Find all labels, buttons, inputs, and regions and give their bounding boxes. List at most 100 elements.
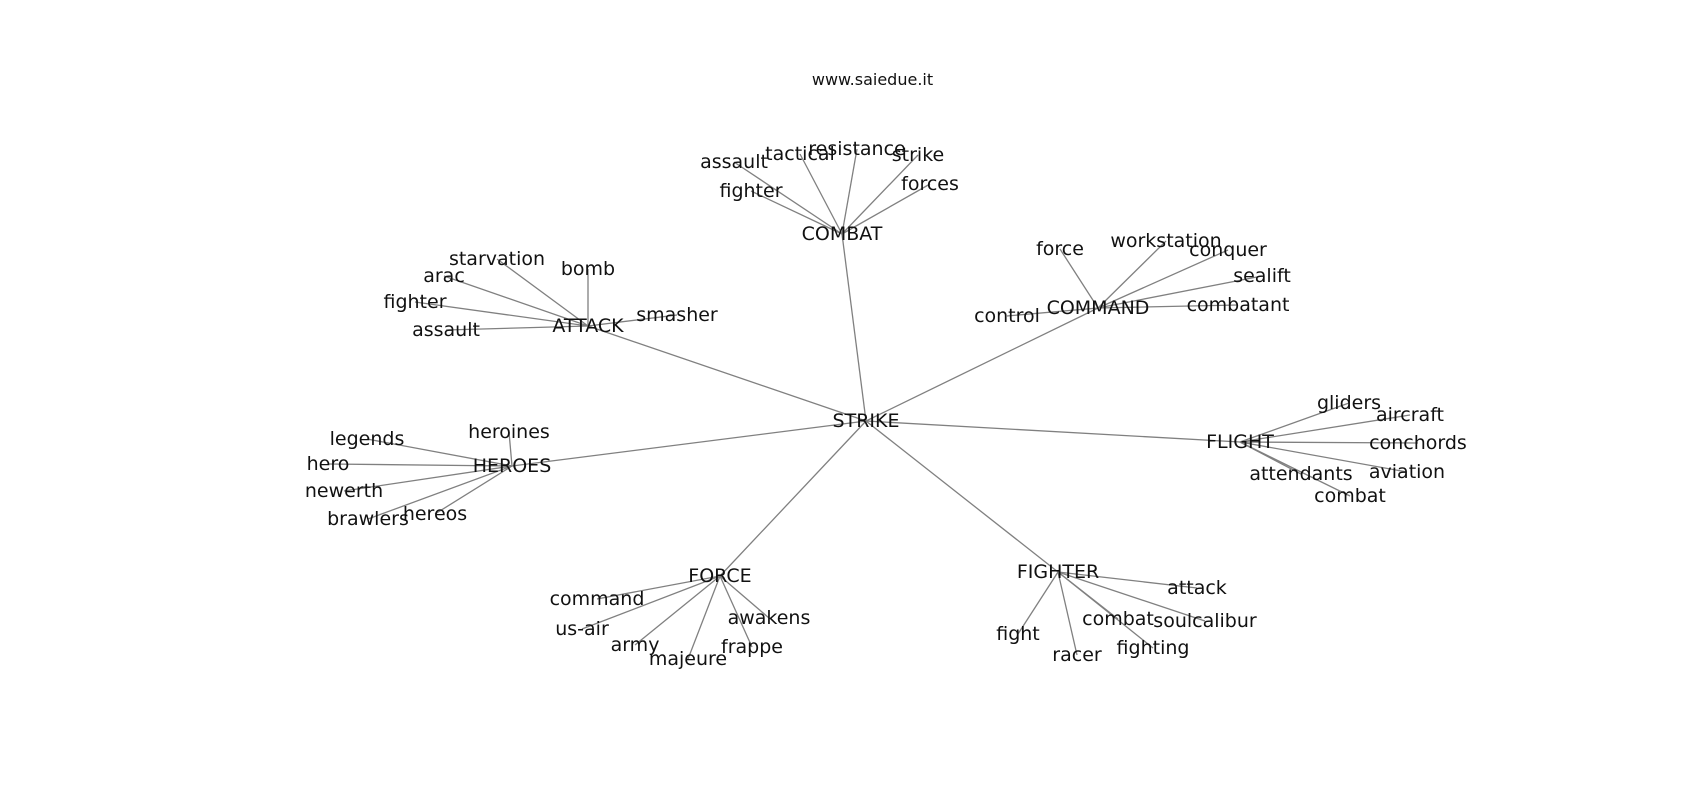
leaf-node-label: command: [550, 588, 645, 610]
edge-hub-to-leaf: [1057, 571, 1154, 649]
leaf-node-label: soulcalibur: [1153, 610, 1257, 632]
leaf-node-label: legends: [330, 428, 405, 450]
leaf-node-label: starvation: [449, 248, 545, 270]
edge-hub-to-leaf: [343, 465, 513, 492]
edge-hub-to-leaf: [443, 275, 589, 327]
edge-hub-to-leaf: [841, 183, 931, 235]
leaf-node-label: brawlers: [327, 508, 409, 530]
hub-node-label: FIGHTER: [1017, 561, 1099, 583]
leaf-node-label: majeure: [649, 648, 727, 670]
edge-hub-to-leaf: [508, 431, 513, 467]
leaf-node-label: hero: [307, 453, 350, 475]
leaf-node-label: workstation: [1110, 230, 1221, 252]
hub-node-label: COMMAND: [1047, 297, 1150, 319]
edge-hub-to-leaf: [719, 575, 753, 648]
edge-root-to-hub: [511, 420, 867, 467]
hub-node-label: FLIGHT: [1206, 431, 1274, 453]
leaf-node-label: bomb: [561, 258, 615, 280]
edge-hub-to-leaf: [366, 438, 513, 467]
edge-hub-to-leaf: [750, 190, 843, 235]
root-node-label: STRIKE: [833, 410, 900, 432]
edge-hub-to-leaf: [327, 463, 513, 467]
leaf-node-label: aviation: [1369, 461, 1445, 483]
leaf-node-label: army: [611, 634, 660, 656]
hub-node-label: COMBAT: [802, 223, 883, 245]
edge-root-to-hub: [719, 420, 867, 577]
edge-hub-to-leaf: [1239, 441, 1408, 473]
edge-hub-to-leaf: [687, 575, 721, 660]
edge-hub-to-leaf: [1006, 307, 1099, 317]
leaf-node-label: hereos: [403, 503, 467, 525]
leaf-node-label: fighter: [383, 291, 446, 313]
edge-hub-to-leaf: [719, 575, 770, 619]
site-url-label: www.saiedue.it: [811, 70, 934, 89]
leaf-node-label: combat: [1314, 485, 1386, 507]
edge-hub-to-leaf: [367, 465, 513, 520]
edge-hub-to-leaf: [1239, 414, 1411, 443]
hub-node-label: ATTACK: [552, 315, 624, 337]
leaf-node-label: sealift: [1233, 265, 1291, 287]
edge-hub-to-leaf: [1239, 441, 1419, 444]
leaf-node-label: conchords: [1369, 432, 1467, 454]
edge-hub-to-leaf: [1059, 248, 1099, 309]
leaf-node-label: combatant: [1187, 294, 1290, 316]
edge-hub-to-leaf: [1097, 240, 1167, 309]
leaf-node-label: smasher: [636, 304, 718, 326]
edge-hub-to-leaf: [596, 575, 721, 600]
graph-edges: [327, 148, 1419, 660]
graph-labels: STRIKECOMBATassaulttacticalresistancestr…: [305, 138, 1467, 670]
edge-hub-to-leaf: [1239, 441, 1351, 497]
edge-hub-to-leaf: [841, 154, 919, 235]
edge-root-to-hub: [587, 325, 867, 422]
leaf-node-label: fighting: [1117, 637, 1190, 659]
edge-root-to-hub: [865, 420, 1241, 443]
edge-hub-to-leaf: [1057, 571, 1206, 622]
leaf-node-label: us-air: [555, 618, 609, 640]
leaf-node-label: conquer: [1189, 239, 1267, 261]
edge-hub-to-leaf: [841, 148, 858, 235]
edge-hub-to-leaf: [1097, 249, 1229, 309]
edge-hub-to-leaf: [1057, 571, 1078, 656]
hub-node-label: FORCE: [688, 565, 751, 587]
leaf-node-label: aircraft: [1376, 404, 1444, 426]
leaf-node-label: arac: [423, 265, 465, 287]
edge-hub-to-leaf: [1057, 571, 1198, 589]
edge-hub-to-leaf: [799, 153, 843, 235]
leaf-node-label: fight: [996, 623, 1040, 645]
edge-root-to-hub: [841, 233, 867, 422]
leaf-node-label: newerth: [305, 480, 383, 502]
leaf-node-label: strike: [892, 144, 944, 166]
leaf-node-label: heroines: [468, 421, 550, 443]
edge-hub-to-leaf: [434, 465, 513, 515]
edge-hub-to-leaf: [587, 314, 678, 327]
edge-root-to-hub: [865, 420, 1059, 573]
leaf-node-label: combat: [1082, 608, 1154, 630]
leaf-node-label: gliders: [1317, 392, 1381, 414]
leaf-node-label: force: [1036, 238, 1084, 260]
leaf-node-label: resistance: [808, 138, 905, 160]
edge-hub-to-leaf: [634, 575, 721, 646]
edge-hub-to-leaf: [1097, 275, 1263, 309]
leaf-node-label: racer: [1052, 644, 1102, 666]
edge-hub-to-leaf: [733, 161, 843, 235]
edge-hub-to-leaf: [581, 575, 721, 630]
edge-hub-to-leaf: [496, 258, 589, 327]
leaf-node-label: tactical: [765, 143, 835, 165]
leaf-node-label: attack: [1167, 577, 1227, 599]
edge-hub-to-leaf: [414, 301, 589, 327]
leaf-node-label: assault: [700, 151, 768, 173]
edge-hub-to-leaf: [1017, 571, 1059, 635]
edge-hub-to-leaf: [445, 325, 589, 331]
leaf-node-label: forces: [901, 173, 959, 195]
leaf-node-label: control: [974, 305, 1040, 327]
leaf-node-label: awakens: [728, 607, 811, 629]
edge-hub-to-leaf: [1097, 304, 1239, 309]
leaf-node-label: assault: [412, 319, 480, 341]
edge-hub-to-leaf: [1239, 402, 1350, 443]
leaf-node-label: frappe: [721, 636, 783, 658]
hub-node-label: HEROES: [473, 455, 552, 477]
leaf-node-label: fighter: [719, 180, 782, 202]
leaf-node-label: attendants: [1249, 463, 1352, 485]
edge-root-to-hub: [865, 307, 1099, 422]
